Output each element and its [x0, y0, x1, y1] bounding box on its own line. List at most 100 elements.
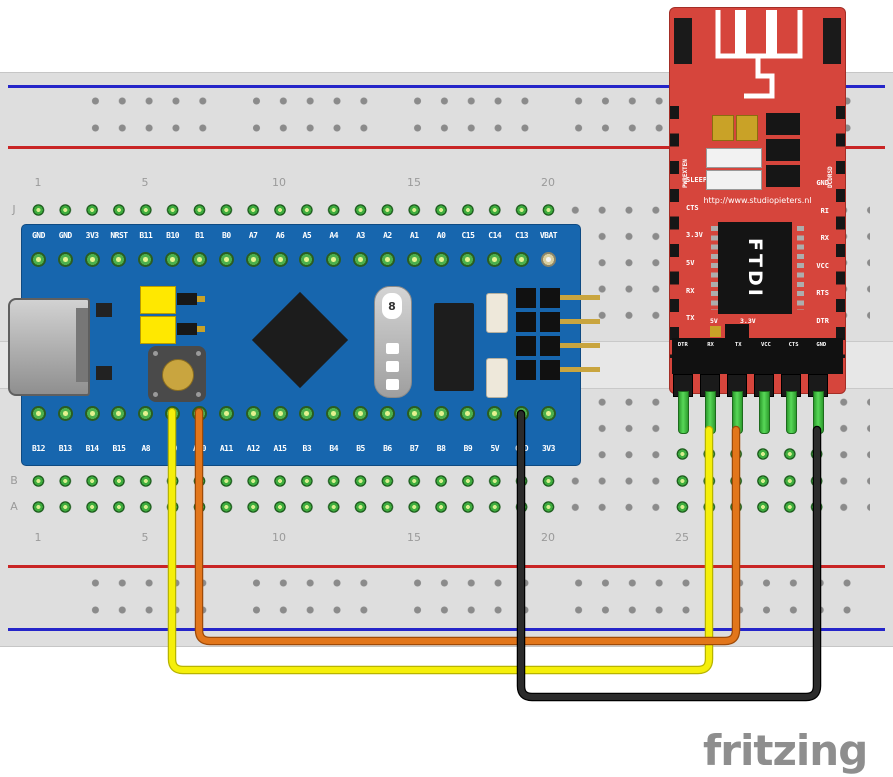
- connected-row-b-right[interactable]: [669, 468, 831, 495]
- header-pin[interactable]: [540, 336, 560, 356]
- pin-label: A6: [275, 231, 285, 240]
- ftdi-bottom-pin-label: TX: [734, 342, 742, 348]
- ftdi-url-text: http://www.studiopieters.nl: [703, 196, 812, 205]
- pin-hole[interactable]: [57, 251, 73, 267]
- connected-row-a[interactable]: [24, 494, 562, 521]
- reset-button[interactable]: [148, 346, 206, 402]
- header-pin[interactable]: [540, 288, 560, 308]
- pin-hole[interactable]: [406, 405, 422, 421]
- ftdi-chip: FTDI: [718, 222, 792, 314]
- boot-jumper-1-pins: [177, 323, 197, 335]
- column-number: 25: [675, 531, 689, 544]
- pin-hole[interactable]: [487, 251, 503, 267]
- ftdi-leg-vcc[interactable]: [758, 391, 770, 434]
- pin-hole[interactable]: [514, 251, 530, 267]
- pin-hole[interactable]: [540, 405, 556, 421]
- pin-hole[interactable]: [272, 251, 288, 267]
- pin-label: B8: [436, 444, 446, 453]
- connected-row-b[interactable]: [24, 468, 562, 495]
- jumper-pad[interactable]: [710, 326, 721, 337]
- pin-hole[interactable]: [433, 405, 449, 421]
- ic-chip: [434, 303, 474, 391]
- ftdi-leg-cts[interactable]: [785, 391, 797, 434]
- gold-pin: [560, 319, 600, 324]
- header-pin[interactable]: [516, 288, 536, 308]
- pin-hole[interactable]: [326, 251, 342, 267]
- capacitor: [486, 358, 508, 398]
- ftdi-bottom-pin-label: CTS: [788, 342, 799, 348]
- pin-hole[interactable]: [138, 251, 154, 267]
- ftdi-right-pads[interactable]: [836, 106, 845, 358]
- ftdi-pin-label: GND: [816, 179, 829, 187]
- pin-label: B9: [463, 444, 473, 453]
- row-letter: A: [10, 500, 18, 513]
- pin-hole[interactable]: [326, 405, 342, 421]
- power-rail-holes[interactable]: [82, 604, 862, 616]
- pin-hole[interactable]: [30, 251, 46, 267]
- smd-component: [766, 165, 800, 187]
- pin-hole[interactable]: [191, 251, 207, 267]
- gold-pin: [560, 295, 600, 300]
- pin-hole[interactable]: [299, 251, 315, 267]
- pin-hole[interactable]: [84, 251, 100, 267]
- connected-row-a-right[interactable]: [669, 494, 831, 521]
- pin-hole[interactable]: [299, 405, 315, 421]
- pin-hole[interactable]: [111, 251, 127, 267]
- pin-hole[interactable]: [353, 405, 369, 421]
- connected-row-c-right[interactable]: [669, 441, 831, 468]
- pin-hole[interactable]: [272, 405, 288, 421]
- pin-hole[interactable]: [138, 405, 154, 421]
- pin-hole[interactable]: [245, 251, 261, 267]
- ftdi-pin-label: RX: [686, 286, 695, 295]
- header-pin[interactable]: [516, 312, 536, 332]
- header-pin[interactable]: [540, 360, 560, 380]
- pin-hole[interactable]: [30, 405, 46, 421]
- pin-label: B6: [383, 444, 392, 453]
- pin-hole[interactable]: [245, 405, 261, 421]
- pin-label: GND: [58, 231, 72, 240]
- smd-capacitor: [736, 115, 758, 141]
- capacitor: [486, 293, 508, 333]
- header-pin[interactable]: [540, 312, 560, 332]
- smd-component: [766, 139, 800, 161]
- header-pin[interactable]: [516, 336, 536, 356]
- wire-yellow[interactable]: [169, 409, 712, 673]
- pin-hole[interactable]: [111, 405, 127, 421]
- ftdi-pin-label: DTR: [816, 316, 829, 325]
- pin-hole[interactable]: [353, 251, 369, 267]
- usb-trace: [744, 56, 775, 99]
- connected-row-j[interactable]: [24, 197, 562, 224]
- button-pin: [196, 351, 201, 356]
- ftdi-left-pads[interactable]: [670, 106, 679, 358]
- boot-jumper-1: [140, 316, 176, 344]
- pin-hole[interactable]: [460, 405, 476, 421]
- gold-pin: [560, 367, 600, 372]
- pin-hole[interactable]: [379, 405, 395, 421]
- power-rail-holes[interactable]: [82, 577, 862, 589]
- pin-hole[interactable]: [460, 251, 476, 267]
- pin-hole[interactable]: [165, 251, 181, 267]
- pin-hole[interactable]: [433, 251, 449, 267]
- pin-hole[interactable]: [487, 405, 503, 421]
- pin-hole[interactable]: [84, 405, 100, 421]
- header-pin[interactable]: [516, 360, 536, 380]
- wire-black[interactable]: [518, 411, 820, 700]
- pin-hole[interactable]: [218, 251, 234, 267]
- pin-hole[interactable]: [379, 251, 395, 267]
- crystal-pad: [386, 343, 399, 354]
- pin-hole[interactable]: [57, 405, 73, 421]
- pin-label: A1: [409, 231, 419, 240]
- pin-hole[interactable]: [406, 251, 422, 267]
- jumper-shunt[interactable]: [725, 324, 749, 339]
- wire-orange[interactable]: [196, 409, 739, 644]
- power-rail-holes[interactable]: [82, 95, 862, 107]
- crystal-oscillator: 8: [374, 286, 412, 398]
- pin-hole[interactable]: [218, 405, 234, 421]
- crystal-label: 8: [382, 293, 402, 319]
- power-rail-holes[interactable]: [82, 122, 862, 134]
- ftdi-leg-dtr[interactable]: [677, 391, 689, 434]
- pin-hole[interactable]: [540, 251, 556, 267]
